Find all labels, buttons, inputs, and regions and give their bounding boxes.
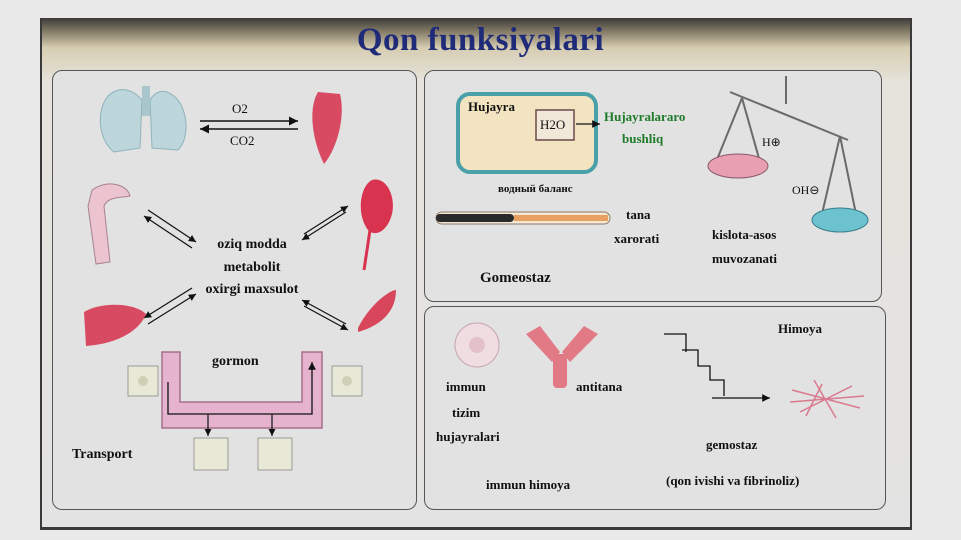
interstitial-label-1: Hujayralararo: [604, 109, 686, 124]
oh-ion-label: OH⊖: [792, 183, 820, 197]
end-product-label: oxirgi maxsulot: [205, 282, 299, 297]
immune-system-label-3: hujayralari: [436, 429, 500, 444]
co2-label: CO2: [230, 133, 255, 148]
cell-label: Hujayra: [468, 99, 515, 114]
hormone-label: gormon: [212, 354, 259, 369]
immune-system-label-1: immun: [446, 379, 486, 394]
hemostasis-label: gemostaz: [706, 437, 758, 452]
homeostasis-label: Gomeostaz: [480, 270, 551, 286]
transport-label: Transport: [72, 447, 133, 462]
water-balance-label: водный баланс: [498, 183, 573, 195]
hemostasis-detail-label: (qon ivishi va fibrinoliz): [666, 473, 800, 488]
metabolite-label: metabolit: [223, 260, 281, 275]
water-label: H2O: [540, 117, 566, 132]
slide-title: Qon funksiyalari: [356, 22, 605, 58]
body-temp-label-2: xarorati: [614, 231, 660, 246]
immune-defense-label: immun himoya: [486, 477, 571, 492]
acid-base-label-2: muvozanati: [712, 251, 777, 266]
body-temp-label-1: tana: [626, 207, 651, 222]
immune-system-label-2: tizim: [452, 405, 481, 420]
o2-label: O2: [232, 101, 248, 116]
antibody-label: antitana: [576, 379, 623, 394]
interstitial-label-2: bushliq: [622, 131, 664, 146]
protection-label: Himoya: [778, 321, 823, 336]
nutrient-label: oziq modda: [217, 237, 287, 252]
h-ion-label: H⊕: [762, 135, 781, 149]
acid-base-label-1: kislota-asos: [712, 227, 777, 242]
